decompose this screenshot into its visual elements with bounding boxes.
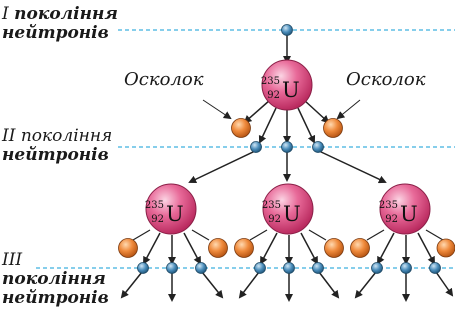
nucleus-3-mass: 235 xyxy=(262,200,281,211)
nucleus-gen-2-center xyxy=(262,183,314,235)
nucleus-4-atomic: 92 xyxy=(385,214,398,225)
fragments-gen-1 xyxy=(231,118,343,138)
nucleus-3-atomic: 92 xyxy=(268,214,281,225)
fragment-label-left: Осколок xyxy=(124,69,204,90)
nucleus-1-mass: 235 xyxy=(261,76,280,87)
nucleus-gen-1 xyxy=(261,59,313,111)
nucleus-1-symbol: U xyxy=(282,78,300,102)
generation-3-label: III покоління нейтронів xyxy=(2,250,109,308)
nucleus-2-symbol: U xyxy=(166,202,184,226)
generation-2-label: II покоління нейтронів xyxy=(2,126,113,165)
nucleus-4-symbol: U xyxy=(400,202,418,226)
neutron-gen-1 xyxy=(281,24,293,36)
nucleus-gen-2-right xyxy=(379,183,431,235)
nucleus-3-symbol: U xyxy=(283,202,301,226)
nucleus-4-mass: 235 xyxy=(379,200,398,211)
nucleus-2-atomic: 92 xyxy=(151,214,164,225)
nucleus-1-atomic: 92 xyxy=(267,90,280,101)
neutrons-gen-3 xyxy=(137,262,441,274)
neutrons-gen-2 xyxy=(250,141,324,153)
generation-1-label: I покоління нейтронів xyxy=(2,4,118,43)
fragments-gen-2 xyxy=(118,238,455,258)
fragment-label-right: Осколок xyxy=(346,69,426,90)
nucleus-2-mass: 235 xyxy=(145,200,164,211)
nucleus-gen-2-left xyxy=(145,183,197,235)
